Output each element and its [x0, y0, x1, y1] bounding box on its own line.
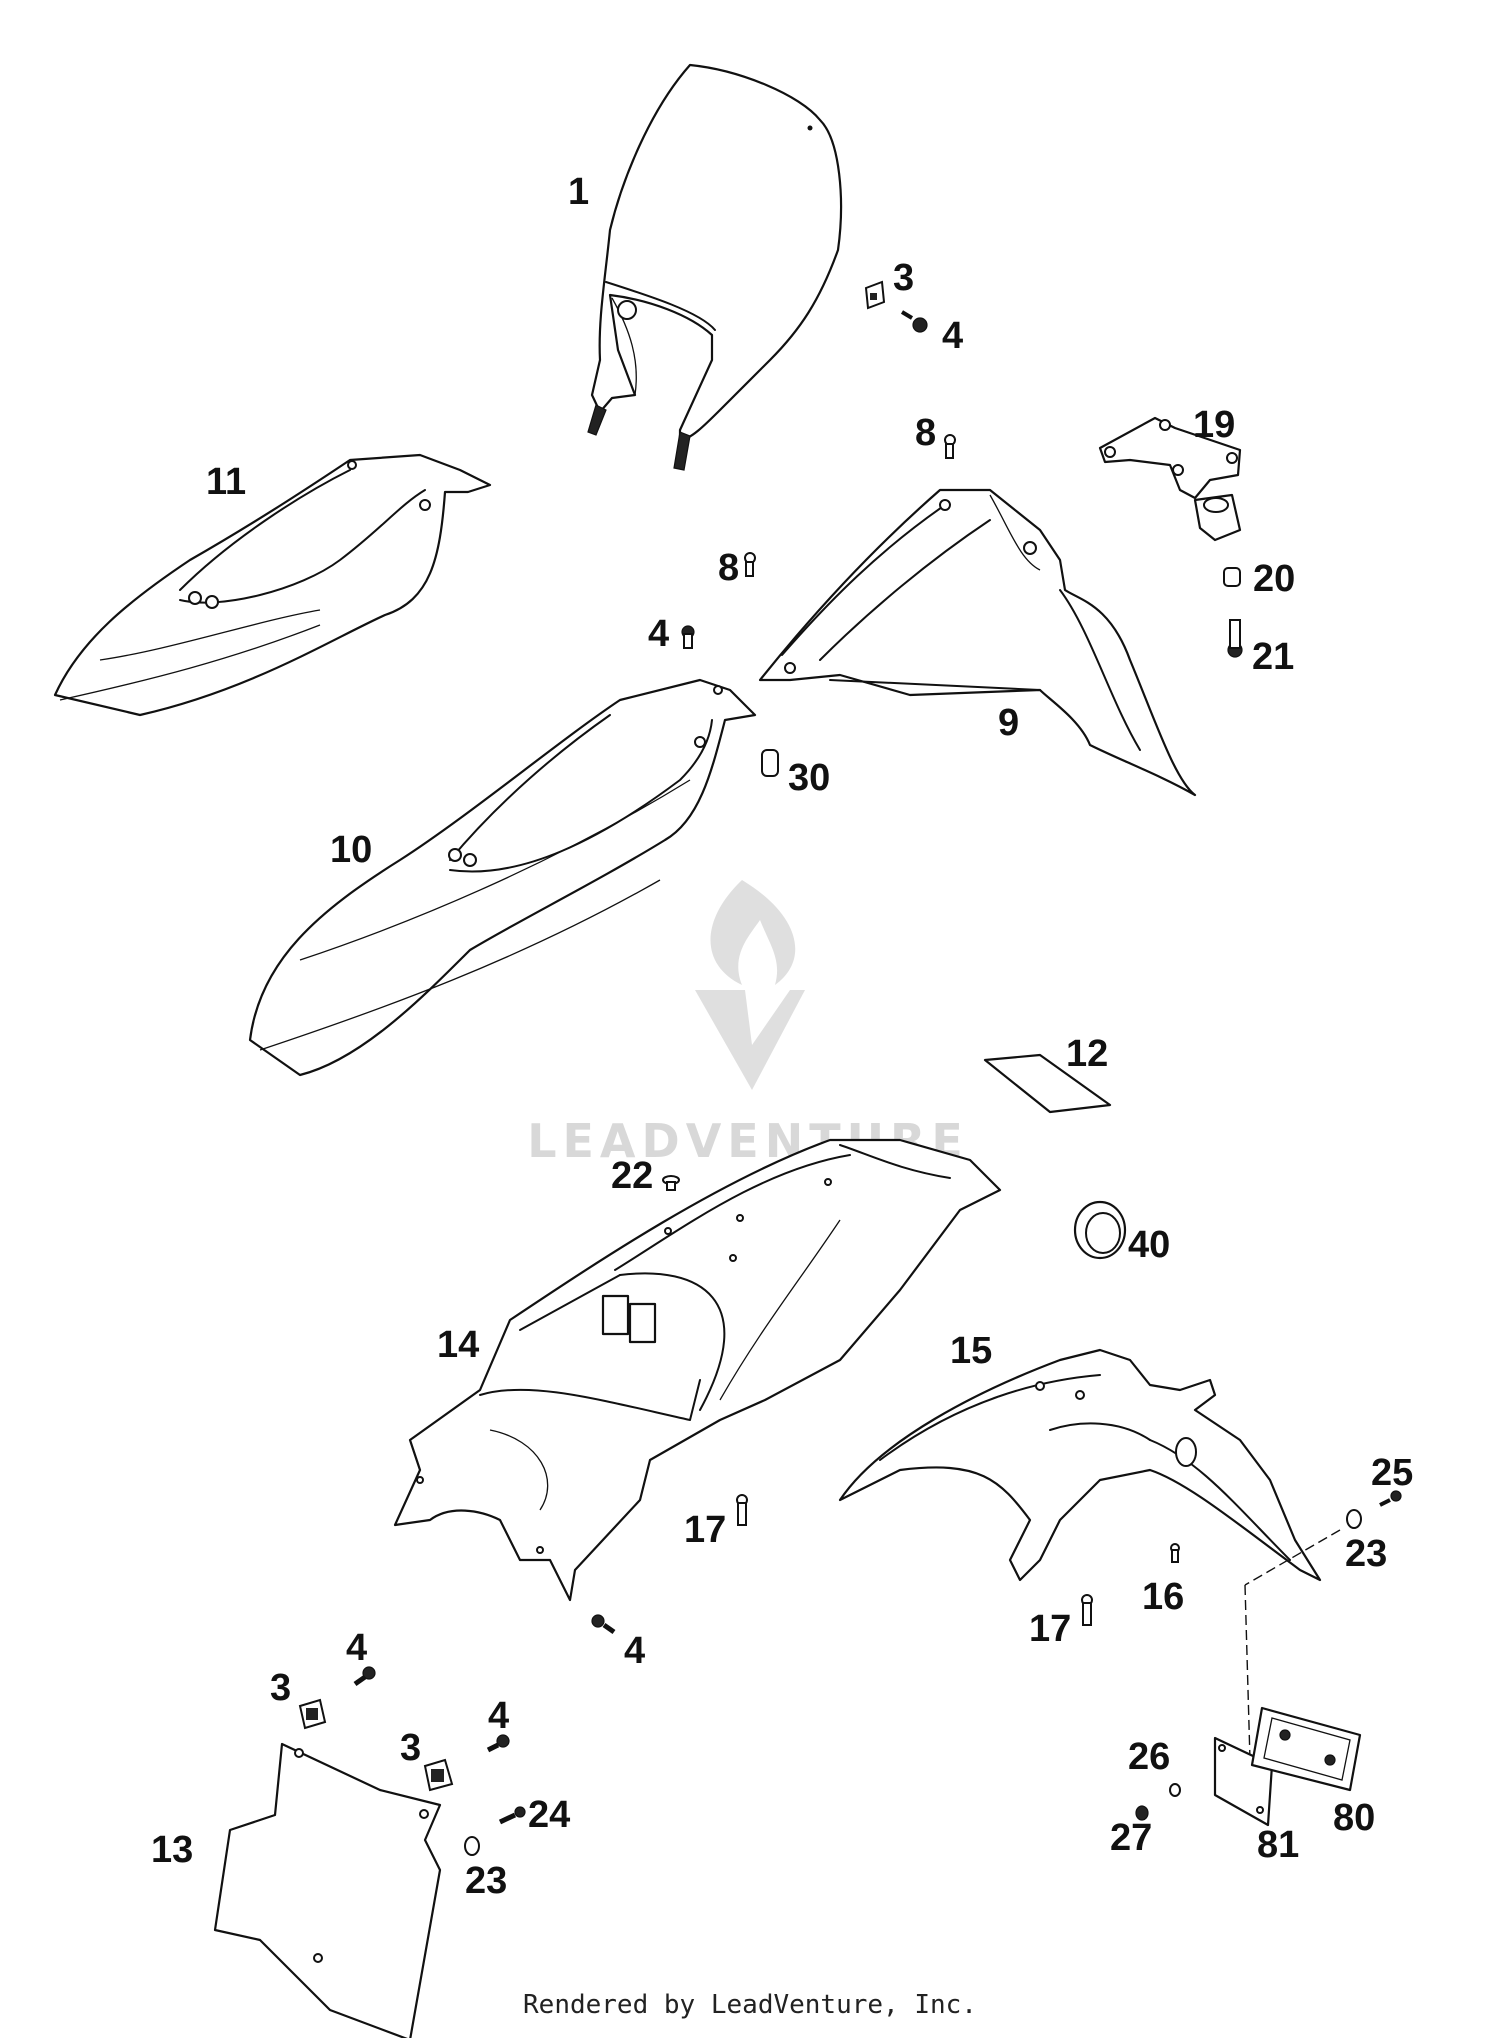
part-8-bolt-b [744, 552, 756, 577]
part-4-screw-plate-b [486, 1734, 510, 1753]
label-15: 15 [950, 1330, 992, 1372]
part-1-headlight-mask [587, 63, 843, 471]
label-23-right: 23 [1345, 1533, 1387, 1575]
label-4-plate-a: 4 [346, 1627, 367, 1669]
part-4-screw-mid [681, 625, 695, 649]
part-23-nut-right [1346, 1509, 1362, 1529]
label-20: 20 [1253, 558, 1295, 600]
part-13-plate [213, 1742, 442, 2038]
part-16-screw [1170, 1543, 1180, 1563]
label-17-a: 17 [684, 1509, 726, 1551]
label-3-top: 3 [893, 257, 914, 299]
label-25: 25 [1371, 1452, 1413, 1494]
label-1: 1 [568, 171, 589, 213]
label-23-left: 23 [465, 1860, 507, 1902]
label-14: 14 [437, 1324, 479, 1366]
label-30: 30 [788, 757, 830, 799]
part-4-screw-plate-a [353, 1666, 376, 1687]
label-11: 11 [206, 461, 246, 503]
part-24-screw [498, 1806, 526, 1825]
part-3-clip-top [864, 280, 886, 310]
label-24: 24 [528, 1794, 570, 1836]
part-8-bolt-a [944, 434, 956, 459]
part-20-nut [1223, 567, 1241, 587]
label-19: 19 [1193, 404, 1235, 446]
part-27-nut [1135, 1805, 1149, 1821]
part-12-pad [983, 1053, 1112, 1114]
part-19-bracket [1098, 416, 1242, 542]
footer-credit: Rendered by LeadVenture, Inc. [523, 1990, 977, 2020]
part-9-front-fender [758, 488, 1197, 797]
part-23-nut-left [464, 1836, 480, 1856]
label-3-plate-a: 3 [270, 1667, 291, 1709]
label-27: 27 [1110, 1817, 1152, 1859]
part-10-rear-fender [248, 678, 757, 1077]
part-40-grommet [1073, 1200, 1127, 1260]
label-3-plate-b: 3 [400, 1727, 421, 1769]
label-8-top: 8 [915, 412, 936, 454]
label-16: 16 [1142, 1576, 1184, 1618]
label-4-lower: 4 [624, 1630, 645, 1672]
part-15-mudguard [838, 1348, 1322, 1582]
part-4-screw-top [900, 310, 928, 333]
label-4-top: 4 [942, 315, 963, 357]
part-21-bolt [1227, 619, 1243, 658]
label-22: 22 [611, 1155, 653, 1197]
label-80: 80 [1333, 1797, 1375, 1839]
part-30-spacer [761, 749, 779, 777]
part-3-clip-plate-b [423, 1758, 454, 1792]
label-17-b: 17 [1029, 1608, 1071, 1650]
label-21: 21 [1252, 636, 1294, 678]
part-80-reflector [1250, 1706, 1362, 1792]
label-9: 9 [998, 702, 1019, 744]
label-10: 10 [330, 829, 372, 871]
part-26-washer [1169, 1783, 1181, 1797]
label-8-mid: 8 [718, 547, 739, 589]
leadventure-logo-icon [695, 880, 805, 1090]
label-26: 26 [1128, 1736, 1170, 1778]
part-11-cover [53, 453, 492, 717]
part-14-rear-body [393, 1138, 1002, 1602]
part-3-clip-plate-a [298, 1698, 327, 1730]
label-12: 12 [1066, 1033, 1108, 1075]
label-4-mid: 4 [648, 613, 669, 655]
part-22-pin [662, 1175, 680, 1191]
label-40: 40 [1128, 1224, 1170, 1266]
label-13: 13 [151, 1829, 193, 1871]
label-4-plate-b: 4 [488, 1695, 509, 1737]
part-17-screw-a [736, 1494, 748, 1526]
part-25-screw [1379, 1490, 1402, 1507]
part-17-screw-b [1081, 1594, 1093, 1626]
label-81: 81 [1257, 1824, 1299, 1866]
part-4-screw-lower [591, 1614, 616, 1635]
